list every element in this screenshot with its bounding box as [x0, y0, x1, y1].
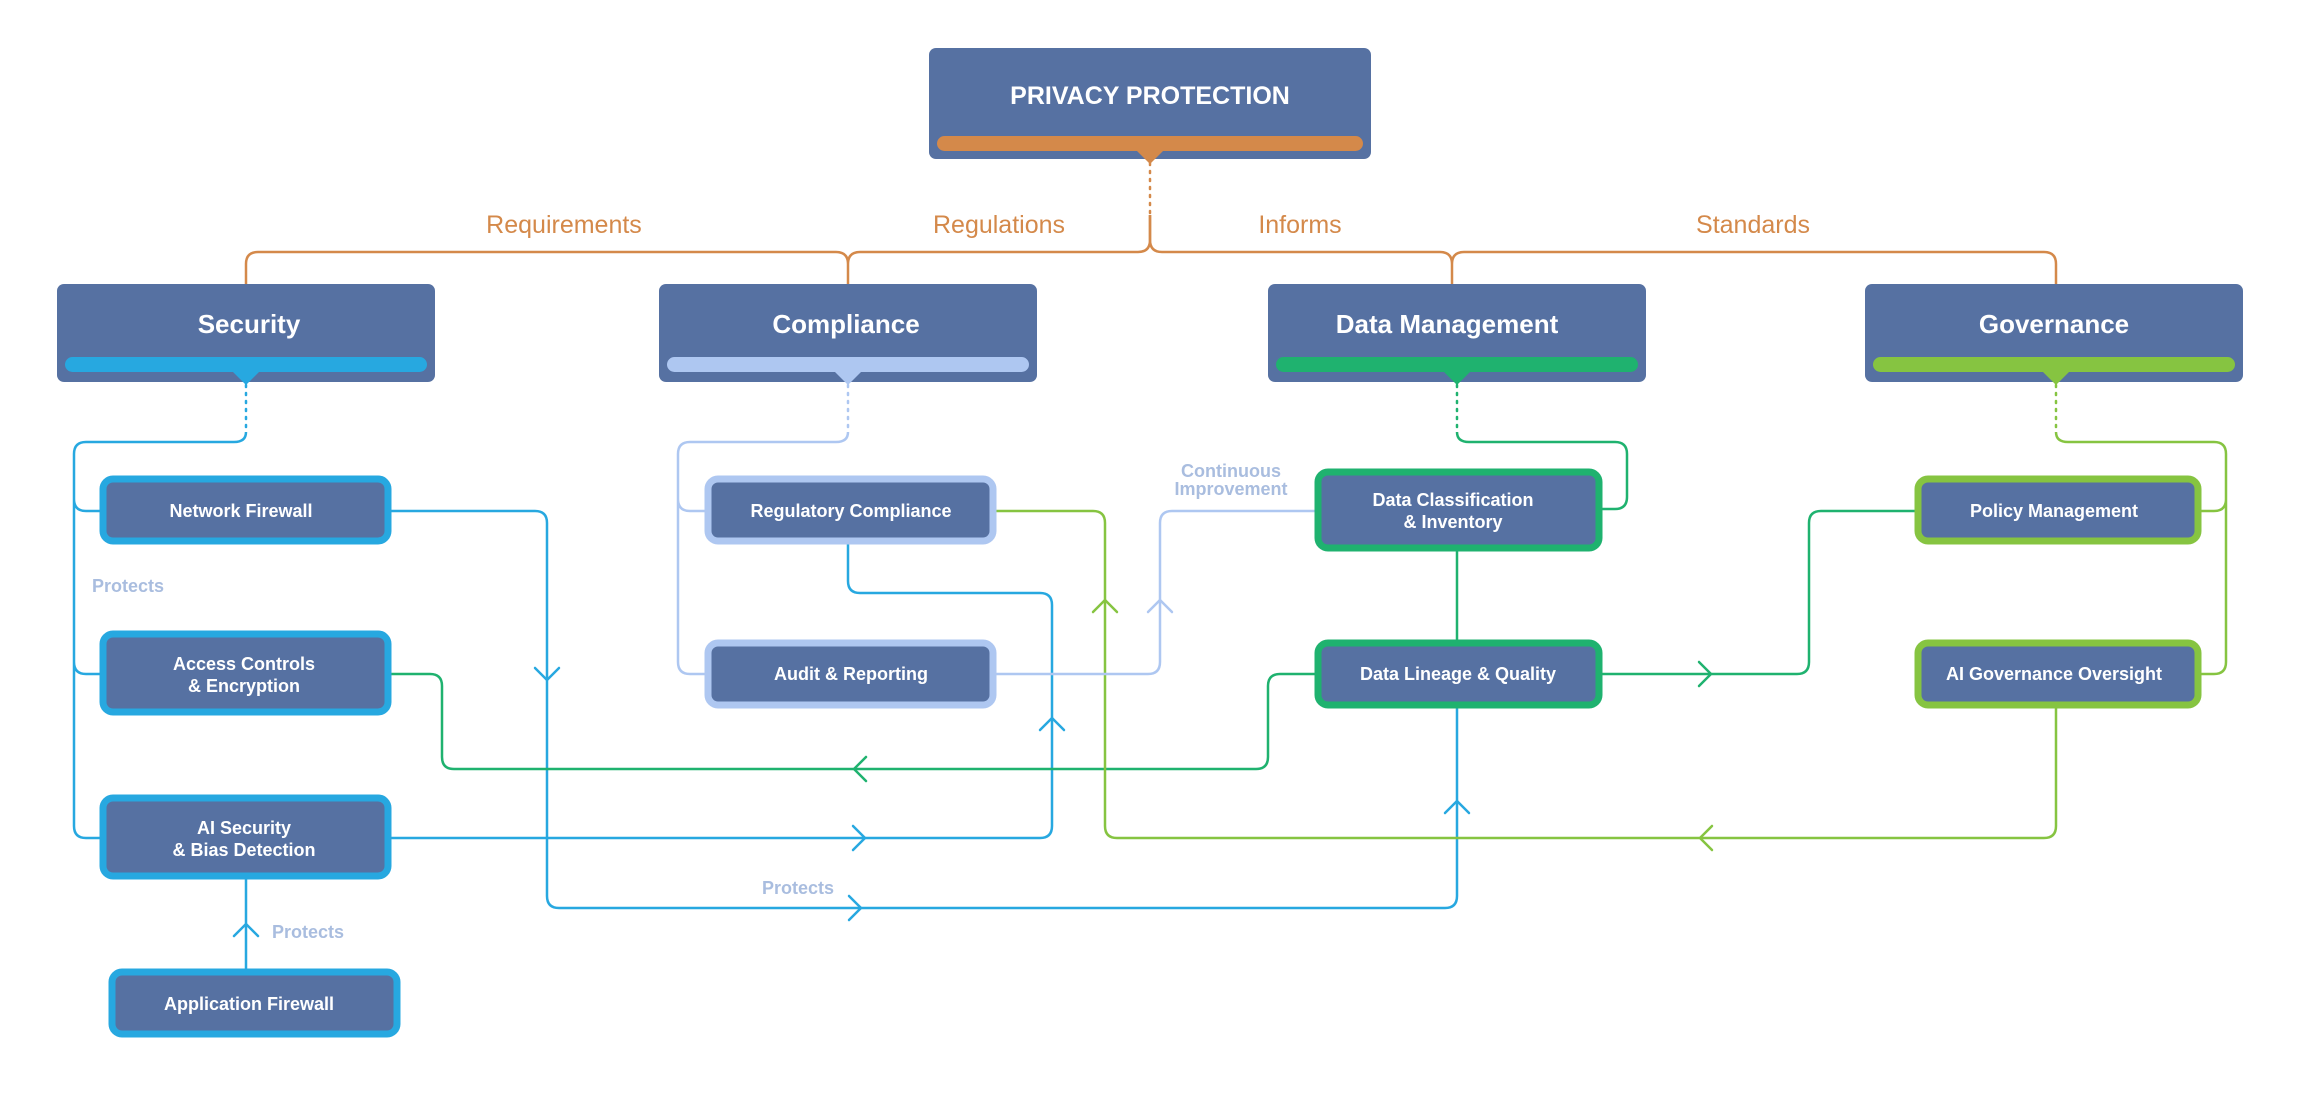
- node-data-lineage: Data Lineage & Quality: [1314, 639, 1603, 709]
- aisecurity-arrow-right: [851, 824, 867, 852]
- edge-labels: Protects Protects Protects Continuous Im…: [92, 461, 1288, 942]
- regcomp-arrow-up: [1038, 716, 1066, 732]
- node-network-firewall: Network Firewall: [99, 475, 392, 545]
- aigov-arrow-left: [1698, 824, 1714, 852]
- continuous-label-1: Continuous: [1181, 461, 1281, 481]
- category-data-management-title: Data Management: [1336, 309, 1559, 339]
- access-arrow-left: [852, 755, 868, 783]
- node-access-controls-label-1: Access Controls: [173, 654, 315, 674]
- root-box: PRIVACY PROTECTION: [929, 48, 1371, 164]
- netfw-arrow-down: [533, 666, 561, 682]
- category-data-management: Data Management: [1268, 284, 1646, 385]
- node-ai-governance: AI Governance Oversight: [1914, 639, 2202, 709]
- connectors: [72, 153, 2228, 972]
- aigov-to-regcomp: [993, 509, 2058, 840]
- node-network-firewall-label: Network Firewall: [169, 501, 312, 521]
- category-compliance-title: Compliance: [772, 309, 919, 339]
- node-audit-reporting-label: Audit & Reporting: [774, 664, 928, 684]
- lineage-to-policy: [1599, 509, 1918, 676]
- category-security: Security: [57, 284, 435, 385]
- category-governance-title: Governance: [1979, 309, 2129, 339]
- audit-arrow-up: [1146, 598, 1174, 614]
- category-governance: Governance: [1865, 284, 2243, 385]
- lineage-arrow-up: [1443, 799, 1471, 815]
- protects-label-app: Protects: [272, 922, 344, 942]
- node-ai-security-label-2: & Bias Detection: [172, 840, 315, 860]
- governance-bracket: [2054, 431, 2228, 676]
- root-right-branch: [1148, 215, 2058, 284]
- node-data-lineage-label: Data Lineage & Quality: [1360, 664, 1556, 684]
- node-data-classification: Data Classification & Inventory: [1314, 468, 1603, 552]
- node-policy-management: Policy Management: [1914, 475, 2202, 545]
- node-ai-security: AI Security & Bias Detection: [99, 794, 392, 880]
- node-regulatory-compliance: Regulatory Compliance: [704, 475, 997, 545]
- netfw-arrow-right: [847, 894, 863, 922]
- node-ai-governance-label: AI Governance Oversight: [1946, 664, 2162, 684]
- security-bracket: [72, 431, 248, 840]
- root-title: PRIVACY PROTECTION: [1010, 82, 1290, 110]
- appfw-arrow: [232, 922, 260, 938]
- protects-label-bottom: Protects: [762, 878, 834, 898]
- continuous-label-2: Improvement: [1174, 479, 1287, 499]
- protects-label-left: Protects: [92, 576, 164, 596]
- branch-label-requirements: Requirements: [486, 211, 642, 239]
- regcomp-arrow-lime: [1091, 598, 1119, 614]
- node-audit-reporting: Audit & Reporting: [704, 639, 997, 709]
- node-access-controls: Access Controls & Encryption: [99, 630, 392, 716]
- node-data-classification-label-1: Data Classification: [1372, 490, 1533, 510]
- netfw-to-lineage: [388, 509, 1459, 910]
- category-security-title: Security: [198, 309, 301, 339]
- policy-arrow-right: [1697, 660, 1713, 688]
- node-regulatory-compliance-label: Regulatory Compliance: [750, 501, 951, 521]
- node-ai-security-label-1: AI Security: [197, 818, 291, 838]
- data-bracket: [1455, 431, 1629, 511]
- audit-to-classification: [993, 509, 1318, 676]
- branch-labels: Requirements Regulations Informs Standar…: [486, 211, 1810, 239]
- node-application-firewall: Application Firewall: [108, 968, 401, 1038]
- category-compliance: Compliance: [659, 284, 1037, 385]
- node-access-controls-label-2: & Encryption: [188, 676, 300, 696]
- branch-label-regulations: Regulations: [933, 211, 1065, 239]
- node-data-classification-label-2: & Inventory: [1403, 512, 1502, 532]
- branch-label-informs: Informs: [1258, 211, 1341, 239]
- node-application-firewall-label: Application Firewall: [164, 994, 334, 1014]
- aisecurity-to-regcomp: [388, 544, 1054, 840]
- branch-label-standards: Standards: [1696, 211, 1810, 239]
- compliance-bracket: [676, 431, 850, 676]
- node-policy-management-label: Policy Management: [1970, 501, 2138, 521]
